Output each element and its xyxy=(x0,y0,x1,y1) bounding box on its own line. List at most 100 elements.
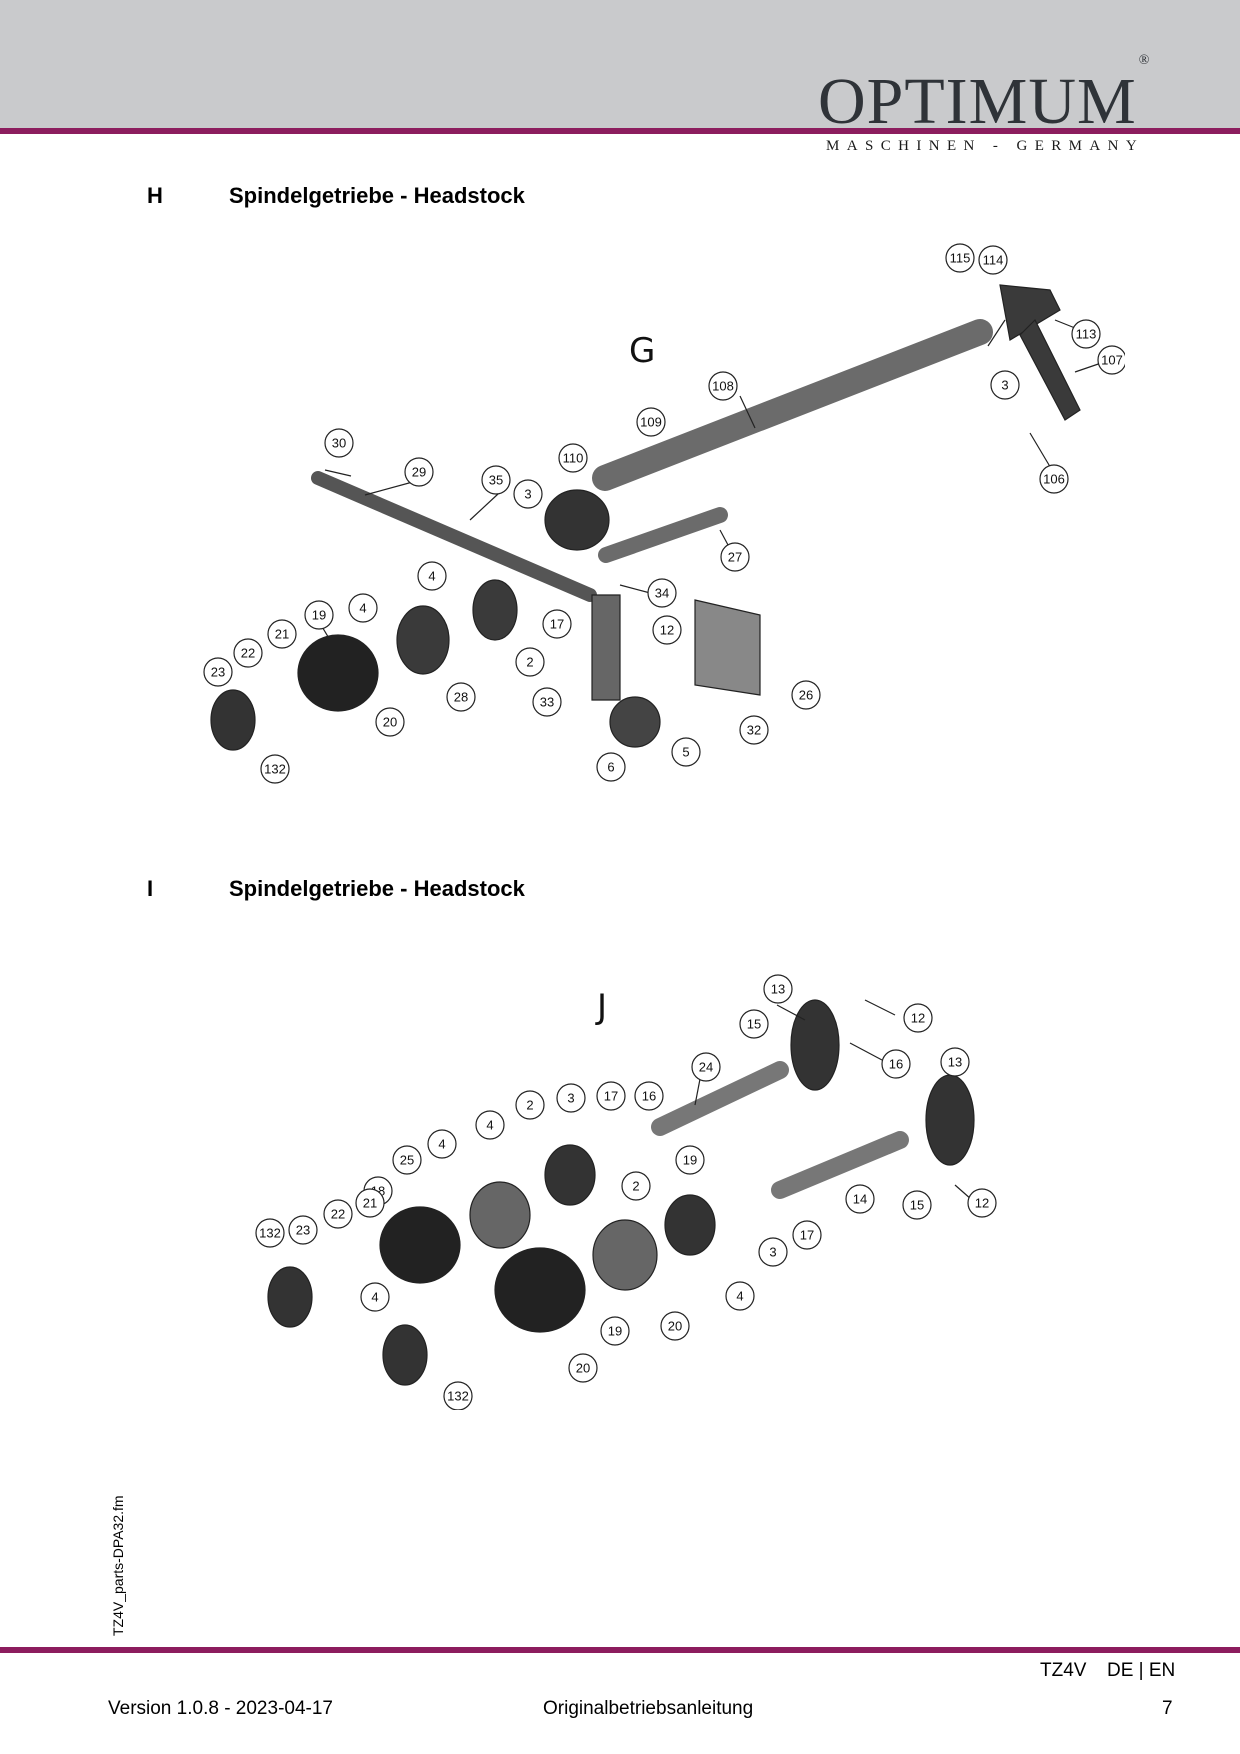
callout-circle xyxy=(763,974,793,1004)
part-callout: 109 xyxy=(636,407,666,437)
part-callout: 4 xyxy=(427,1129,457,1159)
part-number-label: 4 xyxy=(438,1137,445,1152)
callout-circle xyxy=(967,1188,997,1218)
part-callout: 30 xyxy=(324,428,354,458)
part-number-label: 22 xyxy=(331,1207,345,1222)
part-number-label: 3 xyxy=(769,1245,776,1260)
part-callout: 20 xyxy=(568,1353,598,1383)
callout-circle xyxy=(392,1145,422,1175)
part-callout: 23 xyxy=(288,1215,318,1245)
brand-tagline: MASCHINEN - GERMANY xyxy=(826,138,1145,154)
part-number-label: 3 xyxy=(567,1091,574,1106)
shaft-29 xyxy=(311,471,597,602)
part-callout: 14 xyxy=(845,1184,875,1214)
part-callout: 132 xyxy=(260,754,290,784)
part-callout: 13 xyxy=(940,1047,970,1077)
part-callout: 3 xyxy=(990,370,1020,400)
footer-version: Version 1.0.8 - 2023-04-17 xyxy=(108,1698,333,1719)
gear-110 xyxy=(544,489,610,551)
part-callout: 12 xyxy=(967,1188,997,1218)
part-number-label: 19 xyxy=(608,1324,622,1339)
part-number-label: 13 xyxy=(771,982,785,997)
callout-circle xyxy=(902,1190,932,1220)
callout-circle xyxy=(288,1215,318,1245)
part-callout: 22 xyxy=(233,638,263,668)
part-callout: 3 xyxy=(556,1083,586,1113)
callout-circle xyxy=(1039,464,1069,494)
part-callout: 17 xyxy=(596,1081,626,1111)
callout-circle xyxy=(660,1311,690,1341)
knob-19-upper xyxy=(379,1206,461,1284)
part-number-label: 15 xyxy=(910,1198,924,1213)
part-callout: 4 xyxy=(417,561,447,591)
part-callout: 21 xyxy=(355,1188,385,1218)
cap-132 xyxy=(210,689,256,751)
part-number-label: 32 xyxy=(747,723,761,738)
part-number-label: 12 xyxy=(660,623,674,638)
subassembly-letter-g: G xyxy=(629,331,655,371)
side-file-reference: TZ4V_parts-DPA32.fm xyxy=(110,1495,126,1636)
callout-circle xyxy=(558,443,588,473)
part-callout: 15 xyxy=(902,1190,932,1220)
part-callout: 25 xyxy=(392,1145,422,1175)
part-number-label: 16 xyxy=(889,1057,903,1072)
section-title-i: Spindelgetriebe - Headstock xyxy=(229,876,525,901)
part-number-label: 4 xyxy=(428,569,435,584)
part-number-label: 21 xyxy=(363,1196,377,1211)
part-number-label: 26 xyxy=(799,688,813,703)
callout-circle xyxy=(621,1171,651,1201)
part-callout: 113 xyxy=(1071,319,1101,349)
part-number-label: 15 xyxy=(747,1017,761,1032)
part-callout: 115 xyxy=(945,243,975,273)
section-letter-i: I xyxy=(147,876,154,901)
shaft-27 xyxy=(598,507,728,563)
callout-circle xyxy=(481,465,511,495)
part-number-label: 108 xyxy=(712,379,734,394)
part-number-label: 4 xyxy=(371,1290,378,1305)
callout-circle xyxy=(739,1009,769,1039)
disc-25 xyxy=(469,1181,531,1249)
callout-circle xyxy=(515,647,545,677)
disc-2-lower xyxy=(664,1194,716,1256)
part-number-label: 20 xyxy=(668,1319,682,1334)
part-callout: 3 xyxy=(513,479,543,509)
part-callout: 16 xyxy=(634,1081,664,1111)
callout-circle xyxy=(568,1353,598,1383)
footer-languages: DE | EN xyxy=(1107,1660,1176,1681)
part-callout: 12 xyxy=(903,1003,933,1033)
part-callout: 106 xyxy=(1039,464,1069,494)
crank-13-lower xyxy=(925,1074,975,1166)
part-number-label: 20 xyxy=(576,1361,590,1376)
part-number-label: 19 xyxy=(312,608,326,623)
part-number-label: 16 xyxy=(642,1089,656,1104)
part-number-label: 17 xyxy=(800,1228,814,1243)
callout-circle xyxy=(348,593,378,623)
part-callout: 21 xyxy=(267,619,297,649)
part-callout: 20 xyxy=(375,707,405,737)
part-number-label: 13 xyxy=(948,1055,962,1070)
part-number-label: 6 xyxy=(607,760,614,775)
brand-logo: OPTIMUM® xyxy=(818,53,1151,138)
part-callout: 26 xyxy=(791,680,821,710)
part-number-label: 25 xyxy=(400,1153,414,1168)
part-callout: 20 xyxy=(660,1311,690,1341)
callout-circle xyxy=(881,1049,911,1079)
shaft-108 xyxy=(592,319,993,491)
callout-circle xyxy=(475,1110,505,1140)
part-callout: 4 xyxy=(725,1281,755,1311)
cap-132-lower xyxy=(382,1324,428,1386)
part-number-label: 2 xyxy=(526,1098,533,1113)
callout-circle xyxy=(375,707,405,737)
shaft-24 xyxy=(651,1061,789,1136)
callout-circle xyxy=(596,1081,626,1111)
callout-circle xyxy=(404,457,434,487)
callout-circle xyxy=(758,1237,788,1267)
callout-circle xyxy=(515,1090,545,1120)
part-callout: 33 xyxy=(532,687,562,717)
part-number-label: 24 xyxy=(699,1060,713,1075)
callout-circle xyxy=(675,1145,705,1175)
part-number-label: 30 xyxy=(332,436,346,451)
part-number-label: 2 xyxy=(632,1179,639,1194)
part-callout: 24 xyxy=(691,1052,721,1082)
